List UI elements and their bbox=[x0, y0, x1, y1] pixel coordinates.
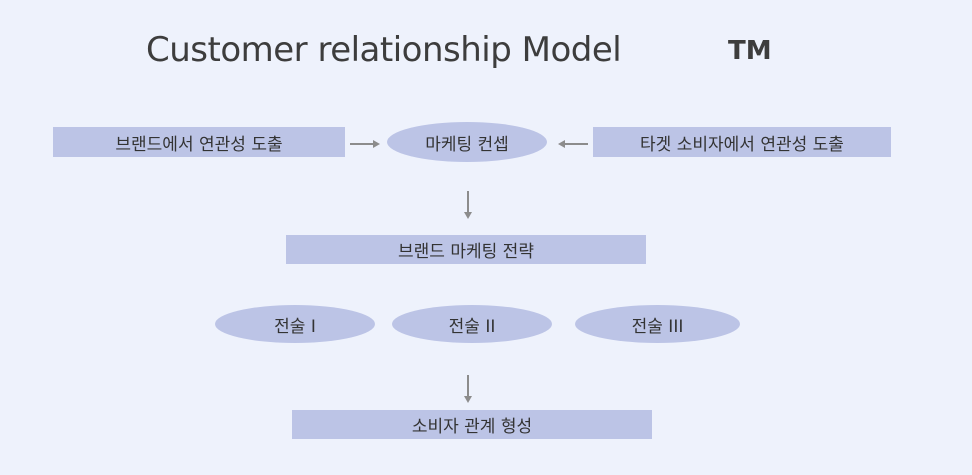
brand-relation-label: 브랜드에서 연관성 도출 bbox=[115, 134, 283, 155]
brand-marketing-strategy-label: 브랜드 마케팅 전략 bbox=[398, 242, 534, 262]
brand-relation-box: 브랜드에서 연관성 도출 bbox=[53, 127, 345, 157]
consumer-relationship-box: 소비자 관계 형성 bbox=[292, 410, 652, 439]
consumer-relationship-label: 소비자 관계 형성 bbox=[411, 417, 533, 437]
brand-marketing-strategy-box: 브랜드 마케팅 전략 bbox=[286, 235, 646, 264]
marketing-concept-label: 마케팅 컨셉 bbox=[425, 134, 509, 155]
tactic-3-label: 전술 III bbox=[631, 316, 684, 337]
diagram-title: Customer relationship Model bbox=[146, 30, 622, 70]
tactic-2-label: 전술 II bbox=[448, 316, 496, 337]
tactic-1-oval: 전술 I bbox=[215, 305, 375, 343]
tactic-1-label: 전술 I bbox=[274, 316, 316, 337]
tactic-2-oval: 전술 II bbox=[392, 305, 552, 343]
marketing-concept-oval: 마케팅 컨셉 bbox=[387, 122, 547, 162]
target-relation-label: 타겟 소비자에서 연관성 도출 bbox=[640, 134, 844, 155]
trademark-mark: TM bbox=[728, 36, 772, 66]
target-relation-box: 타겟 소비자에서 연관성 도출 bbox=[593, 127, 891, 157]
tactic-3-oval: 전술 III bbox=[575, 305, 740, 343]
